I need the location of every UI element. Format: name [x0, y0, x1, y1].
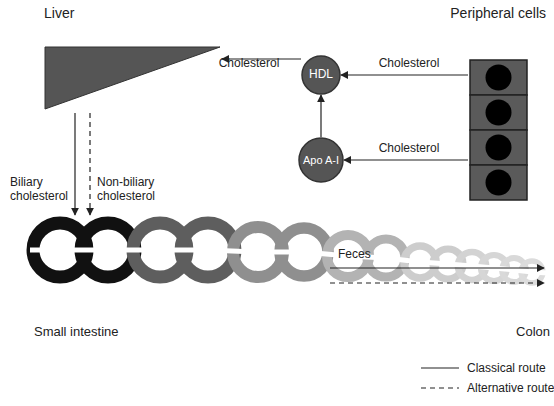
cells-node: Peripheral cells: [468, 5, 530, 202]
flow-arrow: [344, 159, 468, 160]
intestine-drawing: [30, 223, 548, 283]
flow-arrow: [74, 113, 75, 215]
cell-box: [470, 95, 527, 130]
intestine-lumen: [30, 250, 548, 273]
gut-node: Small intestine Colon: [20, 215, 550, 340]
legend-line: [421, 367, 459, 368]
legend-sample: [420, 361, 460, 375]
edge-group: [75, 59, 468, 215]
liver-node: Liver: [40, 5, 222, 113]
cell-nucleus: [486, 135, 512, 161]
node-label: Peripheral cells: [450, 5, 546, 21]
liver-outline: [40, 5, 222, 113]
cell-nucleus: [486, 170, 512, 196]
node-circle: [302, 56, 340, 94]
cell-box: [470, 165, 527, 200]
node-label: HDL: [301, 55, 341, 95]
gut-outline: [20, 215, 550, 340]
circle-node: HDL: [301, 55, 341, 95]
legend-line: [421, 387, 459, 388]
edge-label: Cholesterol: [218, 57, 280, 71]
edge-label: Cholesterol: [378, 57, 440, 71]
flow-arrow: [89, 113, 90, 215]
node-label: Apo A-I: [298, 137, 344, 183]
cell-nucleus: [486, 65, 512, 91]
free-label: Feces: [338, 248, 371, 262]
circle-node: Apo A-I: [298, 137, 344, 183]
cell-box: [470, 60, 527, 95]
edge-label: Cholesterol: [378, 142, 440, 156]
feces-arrow-dashed: [330, 282, 544, 283]
node-label: Small intestine: [34, 325, 119, 340]
edge-label: Biliary cholesterol: [10, 176, 74, 204]
node-label: Colon: [516, 325, 550, 340]
edge-label: Non-biliary cholesterol: [97, 176, 171, 204]
flow-arrow: [320, 95, 321, 137]
legend-sample: [420, 381, 460, 395]
liver-triangle: [45, 47, 220, 109]
node-circle: [299, 138, 343, 182]
cell-nucleus: [486, 100, 512, 126]
legend-text: Alternative route: [467, 381, 554, 395]
cells-outline: [468, 5, 530, 202]
legend-entry: Classical route: [420, 361, 546, 375]
cell-box: [470, 130, 527, 165]
legend-text: Classical route: [467, 361, 546, 375]
node-label: Liver: [44, 5, 74, 21]
legend-entry: Alternative route: [420, 381, 554, 395]
flow-arrow: [341, 74, 468, 75]
feces-arrow: [330, 267, 544, 268]
